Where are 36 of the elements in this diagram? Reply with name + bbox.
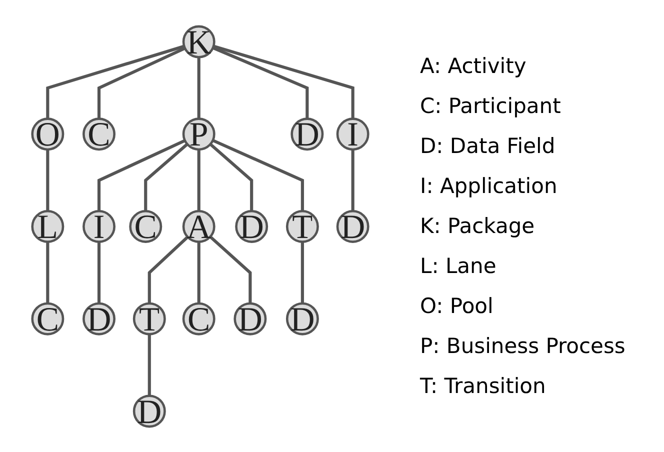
node-circle: C (128, 210, 162, 242)
legend-entry: L: Lane (420, 254, 498, 278)
legend-entry: P: Business Process (420, 334, 626, 358)
connector (46, 44, 184, 118)
node-circle: D (132, 394, 166, 428)
connector (208, 235, 252, 303)
connector (97, 46, 186, 120)
legend-entry: O: Pool (420, 294, 494, 318)
node-circle: I (82, 210, 116, 242)
legend-entry: T: Transition (420, 374, 547, 398)
legend-entry: A: Activity (420, 54, 528, 78)
node-circle: I (336, 117, 370, 150)
node-circle: T (286, 210, 319, 242)
node-circle: C (30, 302, 64, 335)
node-circle: C (82, 117, 116, 150)
legend-entry: D: Data Field (420, 134, 556, 158)
node-circle: D (336, 210, 370, 242)
legend-entry: K: Package (420, 214, 536, 238)
node-circle: D (234, 210, 268, 242)
legend-entry: I: Application (420, 174, 558, 198)
node-circle: D (286, 302, 319, 335)
node-circle: A (182, 210, 216, 242)
legend-entry: C: Participant (420, 94, 562, 118)
node-circle: K (182, 24, 216, 58)
node-circle: D (290, 117, 324, 150)
connector (46, 148, 49, 213)
node-circle: T (132, 302, 166, 335)
node-circle: O (30, 117, 64, 150)
node-circle: P (182, 117, 216, 150)
node-circle: D (82, 302, 116, 335)
connector (148, 235, 188, 305)
connector (197, 241, 200, 304)
node-circle: D (233, 302, 266, 335)
connector (212, 46, 308, 118)
node-circle: C (182, 302, 216, 335)
node-circle: L (30, 210, 64, 242)
